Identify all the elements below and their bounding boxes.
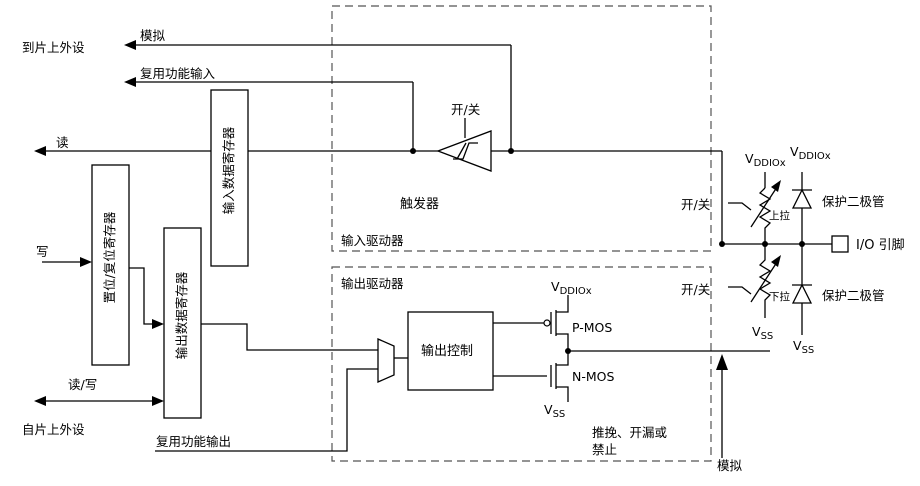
vdd-pullup-subscript: DDIOx [754,158,786,169]
input-driver-region [331,5,712,252]
bsrr-to-odr-line [129,267,156,325]
read-write-label: 读/写 [68,377,97,392]
vdd-pullup-v: V [745,151,754,166]
output-driver-label: 输出驱动器 [341,276,404,291]
output-control-box [407,311,494,391]
read-label: 读 [56,135,69,150]
write-arrow [80,257,92,267]
analog-bottom-arrow [716,354,728,370]
io-pin-square [831,235,849,253]
on-off-pulldown-label: 开/关 [681,282,710,297]
junction-dot [410,148,416,154]
pull-up-label: 上拉 [769,209,790,222]
pmos-label: P-MOS [572,320,612,335]
vss-nmos-v: V [544,402,553,417]
alt-func-output-label: 复用功能输出 [156,434,231,449]
junction-dot [565,348,571,354]
bit-set-reset-register-label: 置位/复位寄存器 [102,211,117,303]
vdd-pullup-label: VDDIOx [745,151,786,169]
pmos-source [556,295,569,313]
pulldown-switch-line [728,286,752,295]
protection-diode-bottom-label: 保护二极管 [822,288,885,303]
alt-output-line [155,368,378,452]
output-control-label: 输出控制 [421,343,473,359]
read-write-arrow-right [152,396,164,406]
pull-down-label: 下拉 [769,290,790,303]
diode-top [791,188,813,209]
diode-bottom [791,283,813,304]
vdd-pmos-subscript: DDIOx [560,286,592,297]
trigger-label: 触发器 [400,196,439,212]
nmos-drain [556,351,569,366]
pullup-resistor [758,187,772,244]
pulldown-arrowhead [771,255,781,267]
on-off-trigger-label: 开/关 [451,102,480,117]
bsrr-to-odr-arrow [152,319,164,329]
pmos-drain [556,333,569,351]
output-driver-region [331,266,712,462]
input-driver-label: 输入驱动器 [341,233,404,248]
vss-diode-subscript: SS [802,345,815,356]
vss-pulldown-label: VSS [752,324,773,342]
analog-out-arrow [124,40,136,50]
nmos-source [556,386,569,402]
protection-diode-top-label: 保护二极管 [822,194,885,209]
on-off-pullup-label: 开/关 [681,197,710,212]
output-data-register-label: 输出数据寄存器 [174,271,189,359]
junction-dot [719,241,725,247]
pullup-switch-line [728,202,752,211]
bit-set-reset-register [91,164,130,366]
input-data-register [210,89,249,267]
alt-input-arrow [124,77,136,87]
read-write-arrow-left [34,396,46,406]
push-pull-open-drain-label: 推挽、开漏或 [592,425,668,440]
vdd-diode-v: V [790,144,799,159]
odr-to-mux-line [201,323,378,351]
io-pin-label: I/O 引脚 [856,237,905,253]
from-onchip-peripheral-label: 自片上外设 [22,422,85,437]
vss-diode-label: VSS [793,338,814,356]
vss-diode-v: V [793,338,802,353]
read-arrow [34,146,46,156]
vdd-diode-label: VDDIOx [790,144,831,162]
nmos-label: N-MOS [572,369,614,384]
pullup-variable-arrow [750,183,780,228]
pmos-gate-bubble [543,319,551,327]
disable-label: 禁止 [592,442,617,457]
vdd-pmos-label: VDDIOx [551,279,592,297]
write-label: 写 [36,244,49,259]
analog-bottom-label: 模拟 [717,458,743,473]
to-onchip-peripheral-label: 到片上外设 [22,40,85,55]
hysteresis-icon-2 [456,142,467,160]
vdd-pmos-v: V [551,279,560,294]
output-mux [377,338,395,383]
vss-pulldown-v: V [752,324,761,339]
analog-top-label: 模拟 [140,28,166,43]
hysteresis-icon [453,142,478,160]
alt-func-input-label: 复用功能输入 [140,66,216,81]
junction-dot [508,148,514,154]
vss-nmos-label: VSS [544,402,565,420]
pullup-arrowhead [771,180,781,192]
output-data-register [163,227,202,419]
pulldown-variable-arrow [750,258,780,303]
vss-pulldown-subscript: SS [761,331,774,342]
vdd-diode-subscript: DDIOx [799,151,831,162]
input-data-register-label: 输入数据寄存器 [221,126,236,214]
vss-nmos-subscript: SS [553,409,566,420]
